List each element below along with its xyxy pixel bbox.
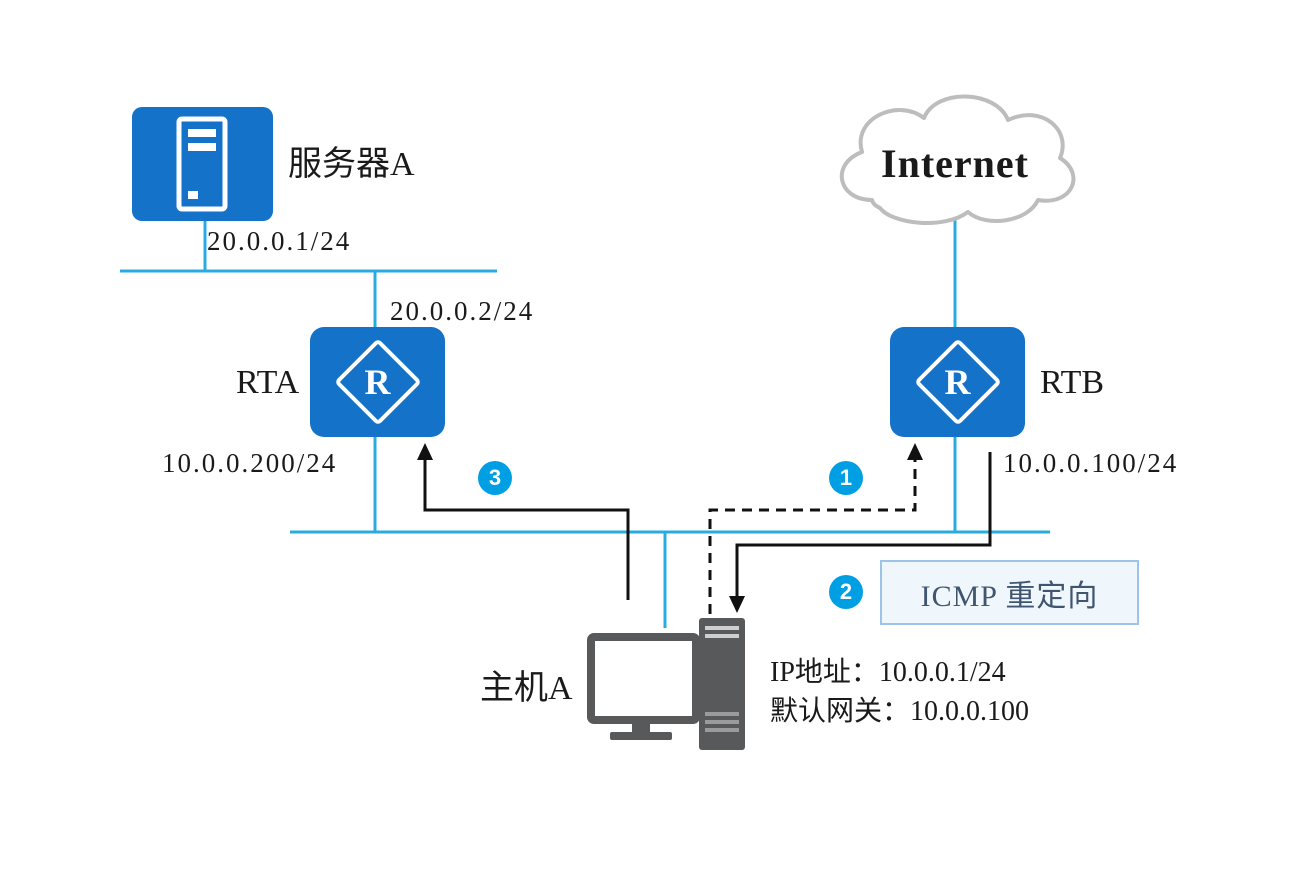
rtb-lan-ip-label: 10.0.0.100/24 [1003, 448, 1179, 478]
server-a-ip-label: 20.0.0.1/24 [207, 226, 352, 256]
server-a-label: 服务器A [288, 146, 415, 183]
rta-label: RTA [236, 364, 300, 401]
host-a-info: IP地址：10.0.0.1/24 默认网关：10.0.0.100 [770, 654, 1029, 731]
server-icon [176, 116, 228, 212]
router-glyph: R [944, 362, 971, 402]
host-a-label: 主机A [480, 670, 573, 707]
rta-wan-ip-label: 20.0.0.2/24 [390, 296, 535, 326]
step3-packet-path [423, 456, 630, 600]
router-rta-icon: R [310, 327, 445, 437]
step-3-badge: 3 [478, 461, 512, 495]
host-ip-label: IP地址：10.0.0.1/24 [770, 657, 1006, 688]
internet-cloud-icon [839, 94, 1076, 225]
router-rtb-icon: R [890, 327, 1025, 437]
host-gateway-label: 默认网关：10.0.0.100 [770, 695, 1030, 727]
step3-arrowhead [417, 443, 433, 460]
router-glyph: R [364, 362, 391, 402]
step1-arrowhead [907, 443, 923, 460]
step-2-badge: 2 [829, 575, 863, 609]
internet-label: Internet [881, 141, 1029, 186]
icmp-redirect-callout: ICMP 重定向 [880, 560, 1139, 625]
rta-lan-ip-label: 10.0.0.200/24 [162, 448, 338, 478]
step-1-badge: 1 [829, 461, 863, 495]
server-a-icon [132, 107, 273, 221]
rtb-label: RTB [1040, 364, 1105, 401]
host-a-icon [587, 618, 745, 750]
icmp-redirect-label: ICMP 重定向 [920, 579, 1099, 613]
cloud-outline [839, 94, 1076, 225]
